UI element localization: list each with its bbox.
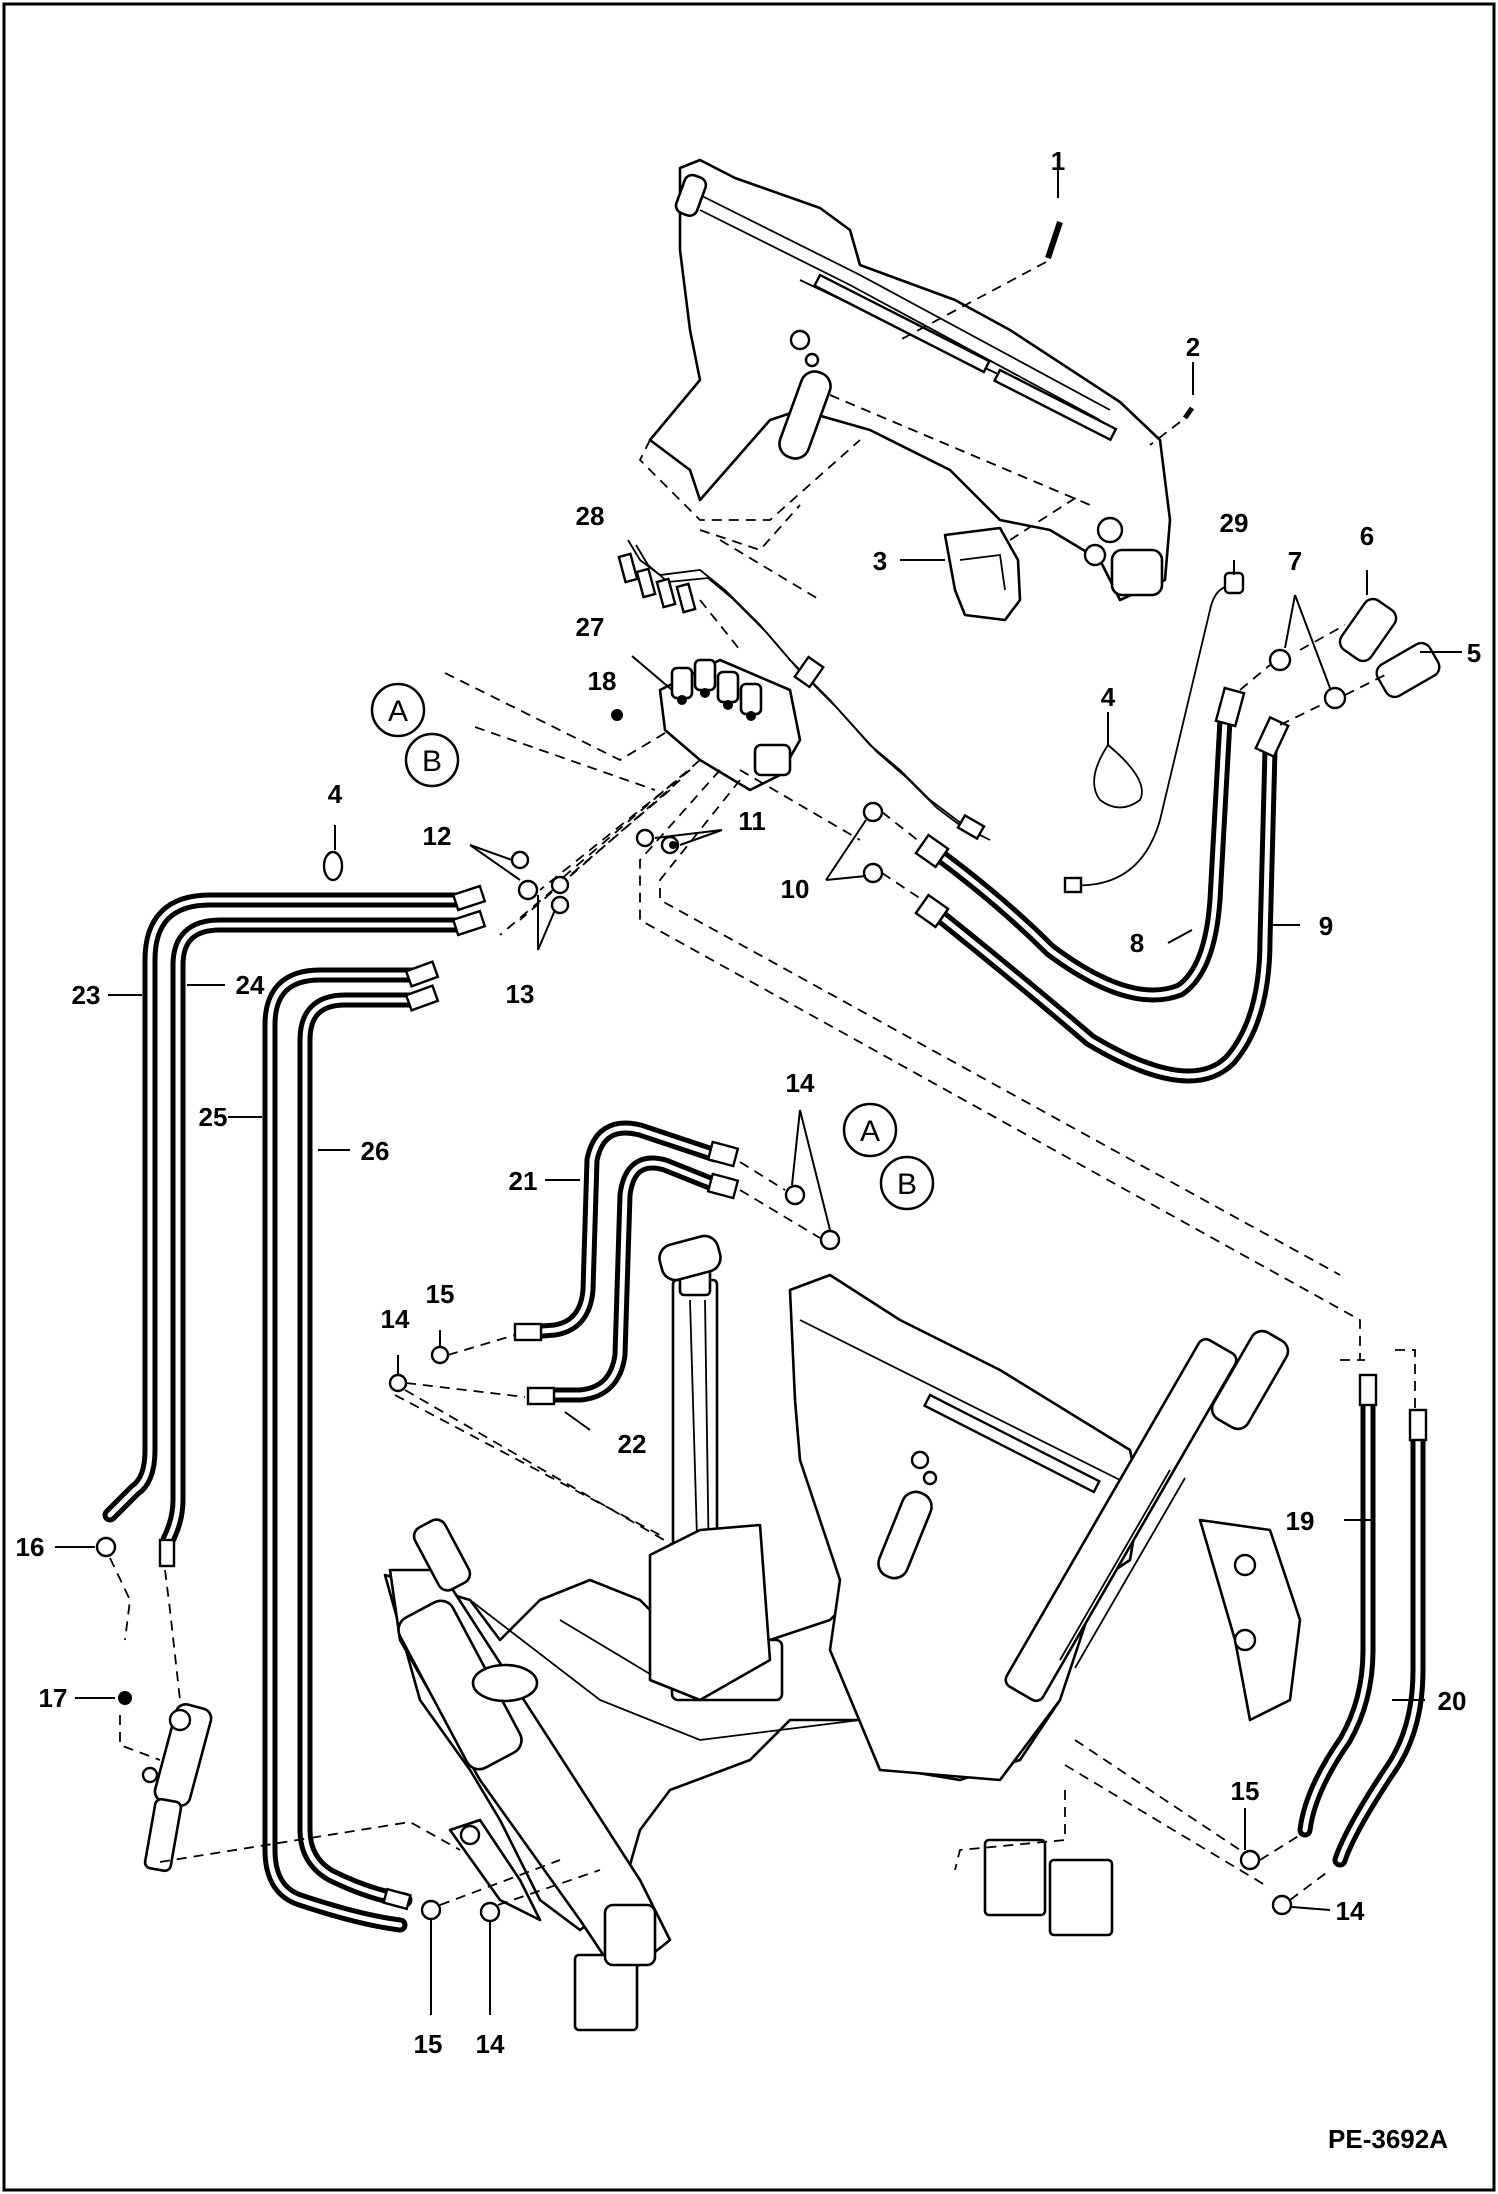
fittings-14-top xyxy=(739,1109,841,1251)
hose-8 xyxy=(914,686,1246,1003)
callout-22: 22 xyxy=(618,1429,647,1459)
callout-15-right: 15 xyxy=(1231,1776,1260,1806)
callout-6: 6 xyxy=(1360,521,1374,551)
hose-23 xyxy=(102,884,487,1523)
callout-17: 17 xyxy=(39,1683,68,1713)
bolt-1 xyxy=(899,152,1063,341)
callout-14-right: 14 xyxy=(1336,1896,1365,1926)
fittings-14-15-right xyxy=(1239,1349,1416,1916)
hose-22 xyxy=(526,1155,740,1431)
valve-dashed-leads xyxy=(444,672,1361,1360)
callout-20: 20 xyxy=(1438,1686,1467,1716)
fittings-12-13 xyxy=(469,844,570,951)
callout-12: 12 xyxy=(423,821,452,851)
callout-15-bottom: 15 xyxy=(414,2029,443,2059)
wire-29 xyxy=(1063,560,1245,894)
callout-8: 8 xyxy=(1130,928,1144,958)
callout-14-top: 14 xyxy=(786,1068,815,1098)
fittings-10 xyxy=(825,801,931,906)
callout-labels: 1 2 3 4 4 5 6 7 8 9 10 11 12 13 14 14 14… xyxy=(16,146,1482,2059)
callout-19: 19 xyxy=(1286,1506,1315,1536)
callout-5: 5 xyxy=(1467,638,1481,668)
callout-18: 18 xyxy=(588,666,617,696)
coupler-6 xyxy=(1299,570,1398,663)
hose-25 xyxy=(228,960,440,1933)
callout-26: 26 xyxy=(361,1136,390,1166)
drawing-reference: PE-3692A xyxy=(1328,2124,1448,2154)
hose-21 xyxy=(513,1120,740,1342)
callout-15-left: 15 xyxy=(426,1279,455,1309)
fitting-16 xyxy=(55,1536,181,1701)
callout-10: 10 xyxy=(781,874,810,904)
callout-4-lower: 4 xyxy=(328,779,343,809)
fittings-14-15-bottom xyxy=(420,1859,601,2015)
callout-3: 3 xyxy=(873,546,887,576)
callout-4-upper: 4 xyxy=(1101,682,1116,712)
callout-16: 16 xyxy=(16,1532,45,1562)
nut-18 xyxy=(611,709,623,721)
circled-a-top: A xyxy=(388,695,408,728)
hose-20 xyxy=(1332,1408,1428,1868)
callout-14-left: 14 xyxy=(381,1304,410,1334)
circled-refs: A B A B xyxy=(370,682,935,1211)
bracket-3 xyxy=(900,494,1081,622)
fittings-11 xyxy=(635,828,723,855)
clip-4-lower xyxy=(322,825,344,882)
mounting-plate-top xyxy=(638,158,1172,602)
hose-24 xyxy=(160,909,487,1548)
circled-b-top: B xyxy=(422,745,442,778)
callout-27: 27 xyxy=(576,612,605,642)
callout-2: 2 xyxy=(1186,332,1200,362)
coupler-5 xyxy=(1344,641,1462,699)
callout-11: 11 xyxy=(738,806,766,836)
clip-4-upper xyxy=(1093,712,1143,809)
callout-28: 28 xyxy=(576,501,605,531)
hose-26 xyxy=(297,984,440,1911)
lower-frame xyxy=(159,1234,1302,2032)
circled-a-bottom: A xyxy=(860,1115,880,1148)
callout-1: 1 xyxy=(1051,146,1065,176)
callout-14-bottom: 14 xyxy=(476,2029,505,2059)
bolt-2 xyxy=(1149,362,1195,446)
hose-9 xyxy=(914,715,1300,1084)
fittings-14-15-left xyxy=(388,1330,691,1556)
valve-block-27 xyxy=(631,655,802,792)
callout-29: 29 xyxy=(1220,508,1249,538)
callout-13: 13 xyxy=(506,979,535,1009)
cylinder-17 xyxy=(75,1691,213,1873)
callout-7: 7 xyxy=(1288,546,1302,576)
callout-21: 21 xyxy=(509,1166,538,1196)
hose-19 xyxy=(1297,1373,1378,1838)
callout-23: 23 xyxy=(72,980,101,1010)
circled-b-bottom: B xyxy=(897,1168,917,1201)
callout-9: 9 xyxy=(1319,911,1333,941)
fittings-7 xyxy=(1239,594,1347,726)
callout-24: 24 xyxy=(236,970,265,1000)
callout-25: 25 xyxy=(199,1102,228,1132)
wire-harness-28 xyxy=(617,539,991,841)
